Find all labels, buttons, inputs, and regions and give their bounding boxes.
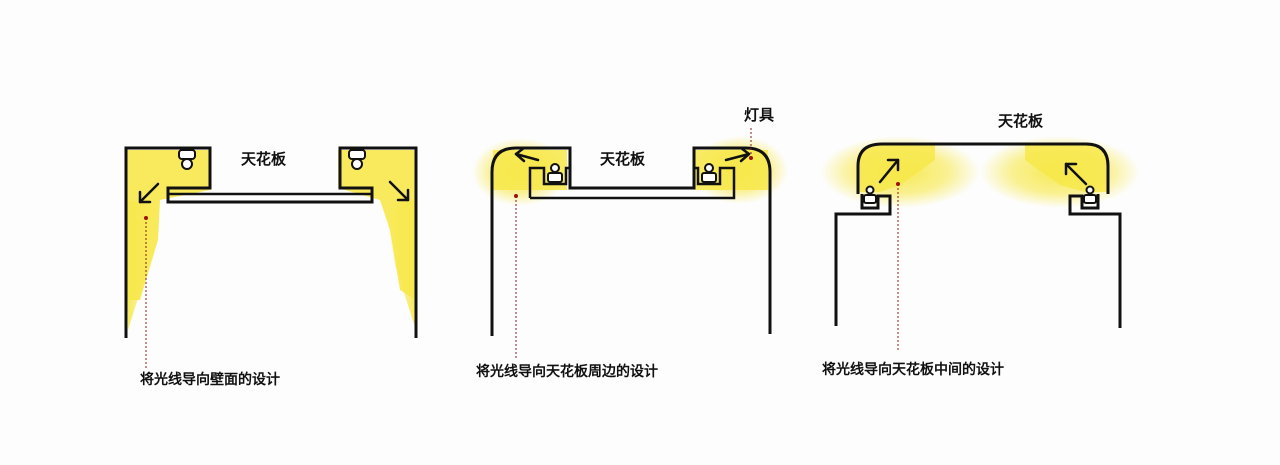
light-cone-left [126, 200, 160, 330]
light-fill-left [858, 145, 935, 192]
cove-left [528, 166, 570, 198]
leader-dot [144, 216, 148, 220]
caption: 将光线导向壁面的设计 [140, 371, 280, 388]
fixture-label: 灯具 [744, 106, 774, 124]
diagram-wall-wash: 天花板 将光线导向壁面的设计 [124, 146, 418, 388]
lamp-icon [178, 149, 196, 170]
arrow-up-right-icon [878, 158, 900, 184]
arrow-down-left-icon [138, 182, 160, 204]
lamp-icon [547, 163, 563, 183]
right-wall [1068, 194, 1122, 328]
arrow-down-right-icon [388, 180, 410, 202]
light-cone-right [385, 200, 416, 330]
left-wall [834, 194, 892, 326]
cove-right [530, 166, 736, 200]
arrow-up-right-icon [724, 146, 751, 163]
lamp-icon [1083, 185, 1097, 204]
leader-dot [749, 156, 753, 160]
room-outline [490, 146, 772, 336]
caption: 将光线导向天花板周边的设计 [476, 363, 658, 380]
leader-dot [514, 194, 518, 198]
lamp-icon [701, 163, 717, 183]
ceiling-dome [856, 142, 1110, 194]
arrow-up-left-icon [514, 146, 540, 163]
ceiling-label: 天花板 [241, 150, 287, 168]
lamp-icon [348, 149, 366, 170]
ceiling-label: 天花板 [600, 150, 646, 168]
leader-dot [896, 182, 900, 186]
diagram-ceiling-center: 天花板 将光线导向天花板中间的设计 [820, 112, 1140, 378]
lamp-icon [863, 185, 877, 204]
arrow-up-left-icon [1064, 162, 1088, 186]
ceiling-label: 天花板 [998, 112, 1044, 130]
diagram-ceiling-perimeter: 天花板 灯具 将光线导向天花板周边的设计 [472, 106, 788, 380]
left-wall [124, 146, 418, 338]
caption: 将光线导向天花板中间的设计 [822, 361, 1004, 378]
